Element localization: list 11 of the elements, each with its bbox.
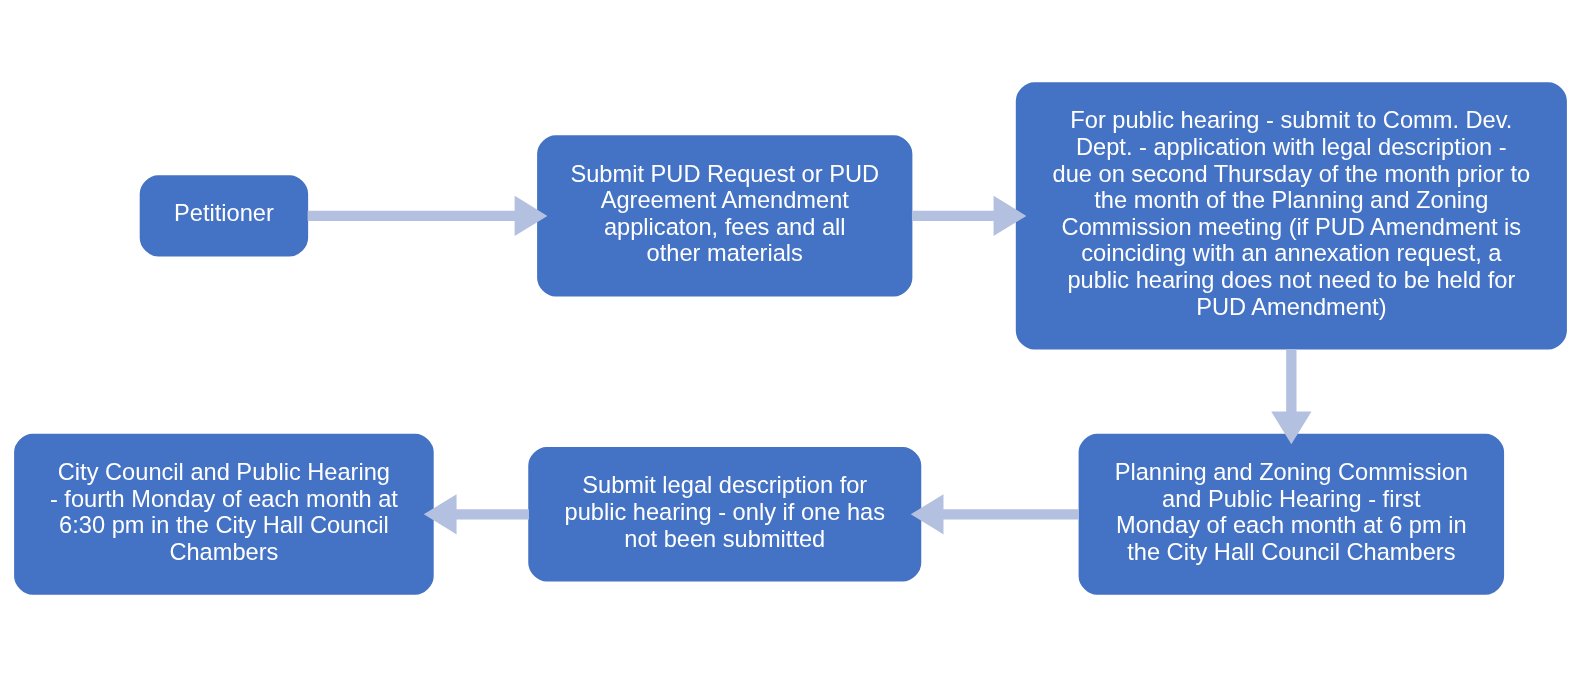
arrow: [1271, 349, 1312, 445]
arrow: [423, 494, 529, 535]
arrow: [307, 195, 548, 236]
node-box: Petitioner: [139, 175, 309, 257]
arrow: [910, 494, 1079, 535]
node-box: For public hearing - submit to Comm. Dev. Dept. - application with legal description - due on second Thursday of the month prior to the month of the Planning and Zoning Commission meeting (if PUD Amendment is coinciding with an annexation request, a public hearing does not need to be held for PUD Amendment): [1015, 82, 1567, 350]
node-box: City Council and Public Hearing - fourth Monday of each month at 6:30 pm in the City Hall Council Chambers: [14, 433, 434, 595]
arrow: [911, 195, 1027, 236]
node-box: Submit legal description for public hearing - only if one has not been submitted: [528, 447, 922, 582]
node-box: Planning and Zoning Commission and Public Hearing - first Monday of each month at 6 pm in the City Hall Council Chambers: [1078, 433, 1505, 595]
node-box: Submit PUD Request or PUD Agreement Amendment applicaton, fees and all other materials: [537, 135, 913, 297]
